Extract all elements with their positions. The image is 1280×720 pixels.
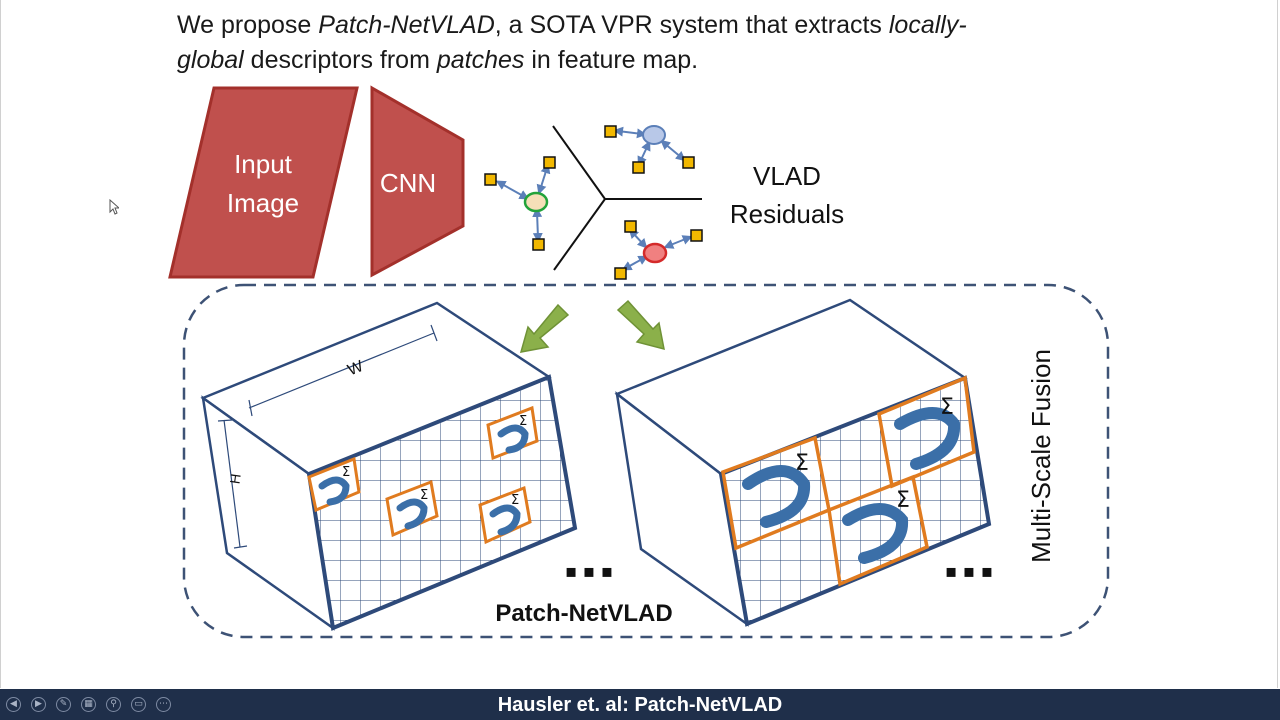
patch-netvlad-diagram: Input Image CNN VLAD Res bbox=[168, 85, 1110, 639]
line1-segment-1: Patch-NetVLAD bbox=[318, 11, 495, 39]
line2-segment-0: global bbox=[177, 46, 244, 74]
svg-text:Σ: Σ bbox=[511, 493, 519, 508]
feature-map-right: Σ Σ Σ bbox=[614, 298, 992, 627]
cnn-shape bbox=[370, 85, 465, 278]
more-options-icon[interactable]: ⋯ bbox=[156, 697, 171, 712]
patch-left-3: Σ bbox=[486, 405, 539, 461]
line1-segment-3: locally- bbox=[888, 11, 967, 39]
patch-right-3: Σ bbox=[827, 474, 929, 587]
title-line-1: We propose Patch-NetVLAD, a SOTA VPR sys… bbox=[177, 10, 967, 40]
vlad-label-line1: VLAD bbox=[753, 161, 821, 191]
presentation-footer: ◀ ▶ ✎ ▦ ⚲ ▭ ⋯ Hausler et. al: Patch-NetVLAD bbox=[0, 689, 1280, 720]
patch-netvlad-label: Patch-NetVLAD bbox=[495, 600, 672, 627]
patch-left-1: Σ bbox=[307, 456, 361, 513]
next-slide-icon[interactable]: ▶ bbox=[31, 697, 46, 712]
cluster-green bbox=[484, 156, 556, 251]
line1-segment-0: We propose bbox=[177, 11, 319, 39]
svg-text:Σ: Σ bbox=[420, 488, 428, 503]
line1-segment-2: , a SOTA VPR system that extracts bbox=[494, 11, 889, 39]
input-image-shape bbox=[168, 86, 359, 279]
width-label: W bbox=[345, 358, 366, 380]
cluster-blue bbox=[604, 125, 695, 174]
input-image-label-line1: Input bbox=[234, 149, 293, 179]
svg-text:Σ: Σ bbox=[795, 451, 809, 476]
pen-icon[interactable]: ✎ bbox=[56, 697, 71, 712]
svg-text:Σ: Σ bbox=[940, 395, 954, 420]
svg-text:Σ: Σ bbox=[519, 414, 527, 429]
line2-segment-1: descriptors from bbox=[243, 46, 437, 74]
ellipsis-right: ▪ ▪ ▪ bbox=[945, 561, 993, 582]
line2-segment-3: in feature map. bbox=[524, 46, 699, 74]
footer-title: Hausler et. al: Patch-NetVLAD bbox=[497, 694, 783, 716]
title-line-2: global descriptors from patches in featu… bbox=[177, 45, 698, 75]
slides-grid-icon[interactable]: ▦ bbox=[81, 697, 96, 712]
ellipsis-left: ▪ ▪ ▪ bbox=[565, 561, 613, 582]
cnn-label: CNN bbox=[380, 168, 436, 198]
line2-segment-2: patches bbox=[436, 46, 525, 74]
input-image-label-line2: Image bbox=[227, 188, 299, 218]
patch-left-2: Σ bbox=[385, 479, 439, 538]
svg-text:Σ: Σ bbox=[342, 465, 350, 480]
green-arrow-left bbox=[519, 303, 570, 353]
subtitles-icon[interactable]: ▭ bbox=[131, 697, 146, 712]
voronoi-lines bbox=[552, 125, 702, 271]
prev-slide-icon[interactable]: ◀ bbox=[6, 697, 21, 712]
patch-left-4: Σ bbox=[478, 485, 532, 545]
green-arrow-right bbox=[616, 299, 665, 351]
multi-scale-fusion-label: Multi-Scale Fusion bbox=[1026, 349, 1056, 563]
cluster-red bbox=[614, 220, 703, 280]
vlad-label-line2: Residuals bbox=[730, 199, 844, 229]
svg-text:Σ: Σ bbox=[896, 488, 910, 513]
multi-scale-container bbox=[182, 283, 1110, 639]
feature-map-left: W H Σ Σ Σ Σ bbox=[200, 301, 578, 631]
height-label: H bbox=[227, 473, 244, 485]
patch-right-2: Σ bbox=[877, 375, 976, 489]
mouse-cursor-icon bbox=[109, 199, 119, 215]
zoom-icon[interactable]: ⚲ bbox=[106, 697, 121, 712]
slide-frame bbox=[0, 0, 1278, 688]
